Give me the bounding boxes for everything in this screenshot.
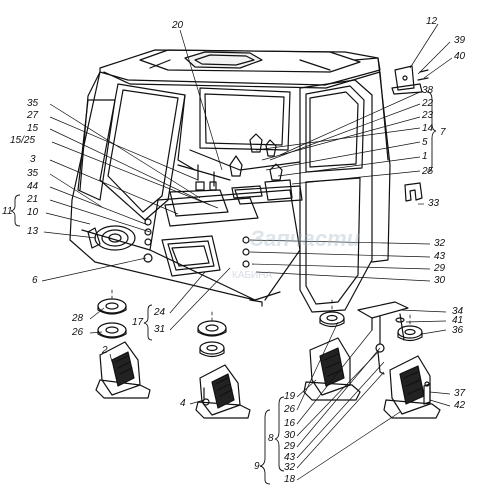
callout-12: 12 [426, 16, 438, 27]
dashboard-panel [157, 189, 301, 301]
floor-hatch [161, 235, 221, 277]
support-bracket-19 [303, 337, 361, 401]
callout-39: 39 [454, 35, 466, 46]
center-console [169, 133, 293, 217]
callout-43-right: 43 [434, 251, 446, 262]
headlamp [87, 225, 153, 263]
cab-roof [99, 49, 381, 89]
bushing-28 [97, 298, 127, 315]
callout-4: 4 [180, 398, 186, 409]
callout-31: 31 [154, 324, 166, 335]
right-door-window [305, 85, 365, 173]
callout-18: 18 [284, 474, 296, 485]
callout-26-left: 26 [72, 327, 84, 338]
cab-body [69, 57, 391, 313]
bracket-top-right [391, 65, 429, 95]
callout-23: 23 [422, 110, 434, 121]
callout-41: 41 [452, 315, 464, 326]
callout-29-right: 29 [434, 263, 446, 274]
callout-35-top: 35 [27, 98, 39, 109]
callout-6: 6 [32, 275, 38, 286]
callout-10: 10 [27, 207, 39, 218]
callout-1: 1 [422, 151, 428, 162]
callout-32-bottom: 32 [284, 462, 296, 473]
bushing-mid-1 [197, 320, 227, 337]
callout-14: 14 [422, 123, 434, 134]
callout-25-right: 25 [422, 166, 434, 177]
callout-26-bottom: 26 [284, 404, 296, 415]
callout-5: 5 [422, 137, 428, 148]
support-bracket-4 [195, 364, 251, 419]
callout-13: 13 [27, 226, 39, 237]
callout-15: 15 [27, 123, 39, 134]
callout-15-25: 15/25 [10, 135, 36, 146]
callout-30-bottom: 30 [284, 430, 296, 441]
support-bracket-18 [383, 355, 441, 419]
callout-37: 37 [454, 388, 466, 399]
side-window-left [77, 99, 116, 201]
right-door [299, 79, 373, 313]
bushing-mid-2 [199, 341, 225, 358]
callout-17: 17 [132, 317, 144, 328]
callout-34: 34 [452, 306, 464, 317]
callout-11: 11 [2, 206, 13, 217]
callout-8: 8 [268, 433, 274, 444]
callout-9: 9 [254, 461, 260, 472]
callout-29-bottom: 29 [284, 441, 296, 452]
callout-20: 20 [172, 20, 184, 31]
watermark: Запчасти [250, 226, 361, 251]
callout-44: 44 [27, 181, 39, 192]
callout-40: 40 [454, 51, 466, 62]
rear-window [199, 87, 291, 151]
callout-21: 21 [27, 194, 39, 205]
callout-36: 36 [452, 325, 464, 336]
callout-22: 22 [422, 98, 434, 109]
bolt-37-42 [423, 381, 431, 405]
bushing-26 [97, 322, 127, 339]
clip-33 [404, 182, 423, 202]
svg-text:КАБИНА: КАБИНА [232, 270, 272, 281]
callout-33: 33 [428, 198, 440, 209]
callout-27: 27 [27, 110, 39, 121]
callout-16: 16 [284, 418, 296, 429]
callout-2: 2 [102, 345, 108, 356]
callout-42: 42 [454, 400, 466, 411]
bushing-36 [397, 325, 423, 342]
callout-28: 28 [72, 313, 84, 324]
callout-43-bottom: 43 [284, 452, 296, 463]
callout-30-right: 30 [434, 275, 446, 286]
callout-24: 24 [154, 307, 166, 318]
bolt-set [144, 164, 250, 268]
callout-19: 19 [284, 391, 296, 402]
callout-35-left: 35 [27, 168, 39, 179]
support-bracket-2 [95, 341, 151, 399]
callout-3: 3 [30, 154, 36, 165]
callout-32-right: 32 [434, 238, 446, 249]
callout-7: 7 [440, 127, 446, 138]
bushing-right-26 [319, 311, 345, 328]
callout-38: 38 [422, 85, 434, 96]
